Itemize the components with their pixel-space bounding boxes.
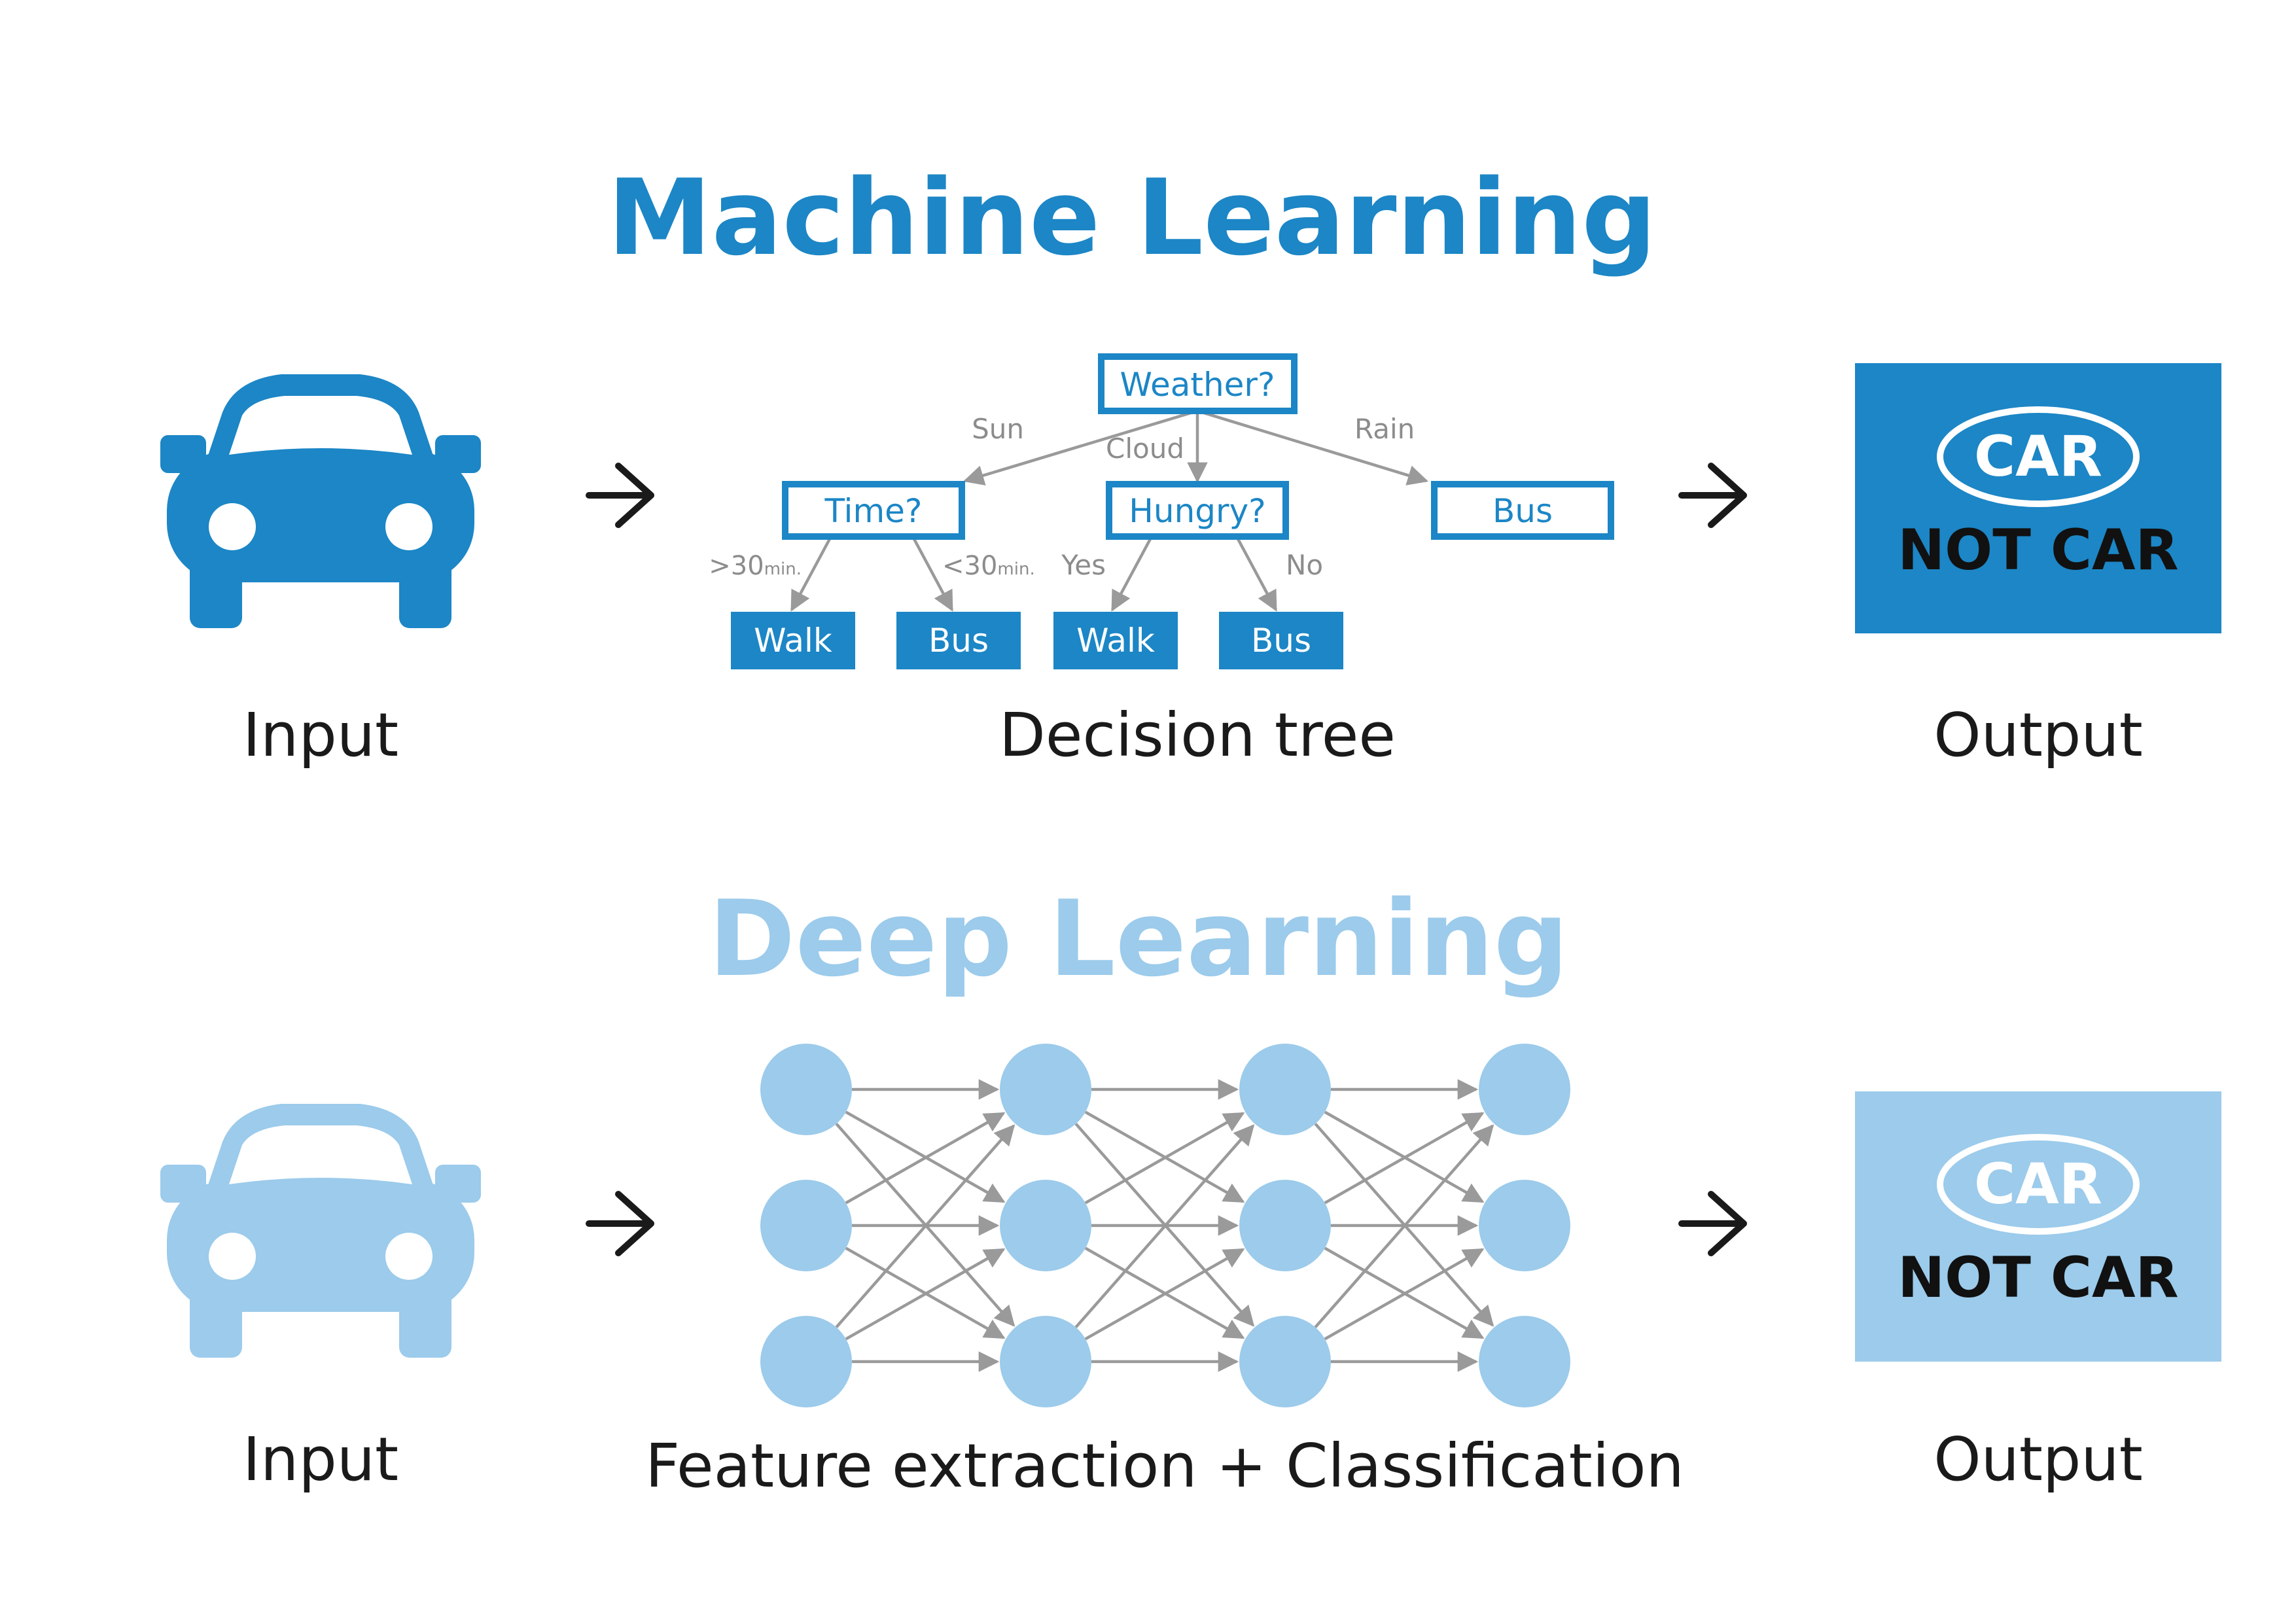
ml-output-caption: Output <box>1934 700 2143 770</box>
dl-output-badge: CAR NOT CAR <box>1855 1091 2221 1362</box>
nn-node-layer3-3 <box>1239 1316 1331 1407</box>
ml-arrow-right-icon-1 <box>586 463 654 528</box>
tree-leaf-bus-2: Bus <box>1219 612 1343 669</box>
edge-sun <box>963 409 1198 485</box>
nn-node-layer4-3 <box>1479 1316 1570 1407</box>
edge-label-yes: Yes <box>1061 549 1106 581</box>
dl-arrow-right-icon-2 <box>1678 1191 1747 1256</box>
nn-edge-l0-n2-to-n0 <box>835 1124 1016 1328</box>
svg-text:Weather?: Weather? <box>1120 366 1275 404</box>
dl-output-not-car-label: NOT CAR <box>1898 1245 2179 1311</box>
decision-tree: Sun Cloud Rain >30min. <30min. Yes No We… <box>709 353 1614 669</box>
svg-text:Time?: Time? <box>824 492 923 530</box>
edge-label-sun: Sun <box>972 413 1024 445</box>
nn-node-layer3-1 <box>1239 1044 1331 1135</box>
dl-car-label-ellipse <box>1937 1134 2140 1235</box>
edge-hungry-no <box>1235 535 1277 612</box>
tree-node-bus: Bus <box>1431 481 1614 540</box>
ml-output-car-label: CAR <box>1974 424 2102 489</box>
ml-process-caption: Decision tree <box>999 700 1396 770</box>
dl-output-caption: Output <box>1934 1424 2143 1494</box>
ml-input-car-icon <box>160 374 481 628</box>
nn-edge-l1-n2-to-n1 <box>1084 1248 1245 1341</box>
edge-label-no: No <box>1286 549 1323 581</box>
ml-arrow-right-icon-2 <box>1678 463 1747 528</box>
edge-label-rain: Rain <box>1354 413 1415 445</box>
nn-node-layer1-2 <box>760 1180 852 1271</box>
dl-output-car-label: CAR <box>1974 1152 2102 1217</box>
edge-rain <box>1197 409 1429 485</box>
nn-node-layer2-1 <box>1000 1044 1091 1135</box>
nn-node-layer4-1 <box>1479 1044 1570 1135</box>
nn-edge-l0-n2-to-n1 <box>845 1248 1006 1341</box>
dl-input-car-icon <box>160 1104 481 1358</box>
ml-output-not-car-label: NOT CAR <box>1898 518 2179 583</box>
tree-node-weather: Weather? <box>1098 353 1298 414</box>
svg-text:Bus: Bus <box>928 622 989 660</box>
edge-time-gt30 <box>790 535 832 612</box>
svg-text:Walk: Walk <box>1076 622 1155 660</box>
edge-label-cloud: Cloud <box>1106 432 1184 465</box>
edge-hungry-yes <box>1111 535 1153 612</box>
tree-leaf-bus-1: Bus <box>896 612 1021 669</box>
edge-time-lt30 <box>911 535 953 612</box>
tree-node-hungry: Hungry? <box>1106 481 1289 540</box>
dl-arrow-right-icon-1 <box>586 1191 654 1256</box>
edge-label-gt30: >30min. <box>709 551 802 581</box>
nn-edge-l2-n1-to-n0 <box>1324 1112 1485 1205</box>
dl-input-caption: Input <box>243 1424 398 1494</box>
nn-edge-l2-n2-to-n1 <box>1324 1248 1485 1341</box>
tree-node-time: Time? <box>782 481 965 540</box>
deep-learning-title: Deep Learning <box>709 877 1569 1000</box>
nn-edge-l1-n2-to-n0 <box>1074 1124 1255 1328</box>
nn-node-layer1-1 <box>760 1044 852 1135</box>
machine-learning-title: Machine Learning <box>607 156 1656 279</box>
nn-edge-l0-n1-to-n0 <box>845 1112 1006 1205</box>
nn-edge-l1-n1-to-n0 <box>1084 1112 1245 1205</box>
tree-leaf-walk-1: Walk <box>731 612 855 669</box>
tree-leaf-walk-2: Walk <box>1053 612 1178 669</box>
nn-node-layer4-2 <box>1479 1180 1570 1271</box>
nn-node-layer2-2 <box>1000 1180 1091 1271</box>
nn-node-layer2-3 <box>1000 1316 1091 1407</box>
neural-network <box>760 1044 1570 1407</box>
svg-text:Bus: Bus <box>1492 492 1553 530</box>
nn-edge-l2-n2-to-n0 <box>1314 1124 1494 1328</box>
dl-process-caption: Feature extraction + Classification <box>645 1431 1684 1501</box>
ml-output-badge: CAR NOT CAR <box>1855 363 2221 633</box>
svg-text:Bus: Bus <box>1251 622 1311 660</box>
svg-text:Walk: Walk <box>754 622 832 660</box>
edge-label-lt30: <30min. <box>942 551 1035 581</box>
nn-node-layer3-2 <box>1239 1180 1331 1271</box>
ml-input-caption: Input <box>243 700 398 770</box>
nn-node-layer1-3 <box>760 1316 852 1407</box>
ml-car-label-ellipse <box>1937 406 2140 507</box>
svg-text:Hungry?: Hungry? <box>1129 492 1265 530</box>
